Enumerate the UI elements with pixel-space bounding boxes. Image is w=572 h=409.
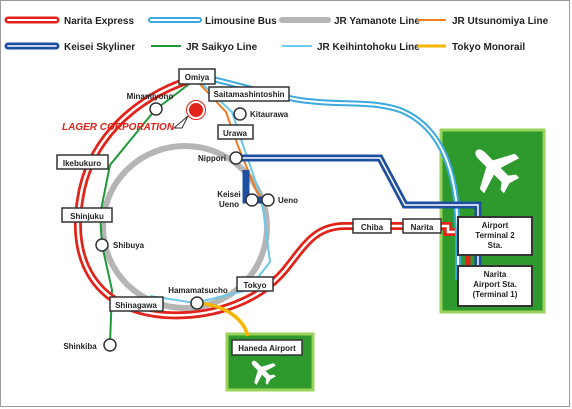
legend: Narita Express Limousine Bus JR Yamanote… [4,16,549,53]
station-label-ueno: Ueno [278,196,298,205]
station-label: Urawa [223,129,248,138]
lager-marker [172,100,206,129]
legend-item-skyliner: Keisei Skyliner [4,42,135,53]
station-box-urawa[interactable]: Urawa [217,124,254,140]
airplane-icon [251,360,276,385]
legend-label: JR Utsunomiya Line [452,16,549,27]
pointer-arrow-icon [172,115,189,129]
station-marker-hamamatsucho[interactable] [190,296,204,310]
station-label-hamamatsucho: Hamamatsucho [168,286,228,295]
station-label-keisei-2: Ueno [219,200,239,209]
station-box-narita[interactable]: Narita [402,218,442,234]
legend-label: JR Keihintohoku Line [317,42,420,53]
terminal2-line2: Terminal 2 [475,231,515,240]
station-label: Haneda Airport [238,344,296,353]
terminal1-line3: (Terminal 1) [473,290,518,299]
legend-label: JR Saikyo Line [186,42,258,53]
station-box-airport-terminal-2[interactable]: Airport Terminal 2 Sta. [457,216,533,256]
legend-label: JR Yamanote Line [334,16,420,27]
station-label: Tokyo [244,281,267,290]
legend-label: Tokyo Monorail [452,42,525,53]
station-label-keisei-1: Keisei [217,190,241,199]
station-label-shinkiba: Shinkiba [63,342,97,351]
lager-corporation-label: LAGER CORPORATION [62,122,175,133]
keihintohoku-line [149,79,272,305]
legend-label: Keisei Skyliner [64,42,135,53]
legend-item-saikyo: JR Saikyo Line [151,42,258,53]
terminal2-line1: Airport [482,221,509,230]
station-marker-nippori[interactable] [229,151,243,165]
legend-item-keihintohoku: JR Keihintohoku Line [282,42,420,53]
station-marker-kitaurawa[interactable] [233,107,247,121]
station-marker-shinkiba[interactable] [103,338,117,352]
legend-label: Narita Express [64,16,134,27]
station-marker-minamiyono[interactable] [149,102,163,116]
station-label-minamiyono: Minamiyono [127,92,174,101]
station-marker-keisei-ueno[interactable] [245,193,259,207]
station-label: Narita [411,223,434,232]
terminal1-line1: Narita [484,270,507,279]
station-box-haneda-airport[interactable]: Haneda Airport [231,339,303,356]
station-box-airport-terminal-1[interactable]: Narita Airport Sta. (Terminal 1) [457,265,533,307]
station-box-shinagawa[interactable]: Shinagawa [109,296,164,312]
legend-item-limousine-bus: Limousine Bus [148,16,277,27]
station-label-kitaurawa: Kitaurawa [250,110,289,119]
station-label: Shinjuku [70,212,104,221]
station-label-shibuya: Shibuya [113,241,145,250]
station-box-ikebukuro[interactable]: Ikebukuro [56,154,109,170]
legend-item-monorail: Tokyo Monorail [418,42,525,53]
legend-label: Limousine Bus [205,16,277,27]
station-label-nippori: Nippori [198,154,226,163]
station-label: Shinagawa [115,301,157,310]
station-box-saitamashintoshin[interactable]: Saitamashintoshin [208,86,290,102]
station-box-omiya[interactable]: Omiya [178,68,216,85]
station-box-tokyo[interactable]: Tokyo [236,276,274,292]
terminal1-line2: Airport Sta. [473,280,517,289]
yamanote-line [100,143,270,311]
station-label: Saitamashintoshin [213,90,284,99]
station-markers [95,102,275,352]
limousine-bus-line [199,73,461,280]
station-label: Ikebukuro [63,159,101,168]
terminal2-line3: Sta. [488,241,503,250]
station-label: Chiba [361,223,384,232]
tokyo-monorail-line [196,301,250,337]
station-marker-ueno[interactable] [261,193,275,207]
airplane-icon [475,149,520,194]
station-box-chiba[interactable]: Chiba [352,218,392,234]
legend-item-narita-express: Narita Express [4,16,134,27]
legend-item-utsunomiya: JR Utsunomiya Line [418,16,549,27]
station-label: Omiya [185,73,210,82]
station-marker-shibuya[interactable] [95,238,109,252]
legend-item-yamanote: JR Yamanote Line [279,16,420,27]
station-box-shinjuku[interactable]: Shinjuku [61,207,113,223]
